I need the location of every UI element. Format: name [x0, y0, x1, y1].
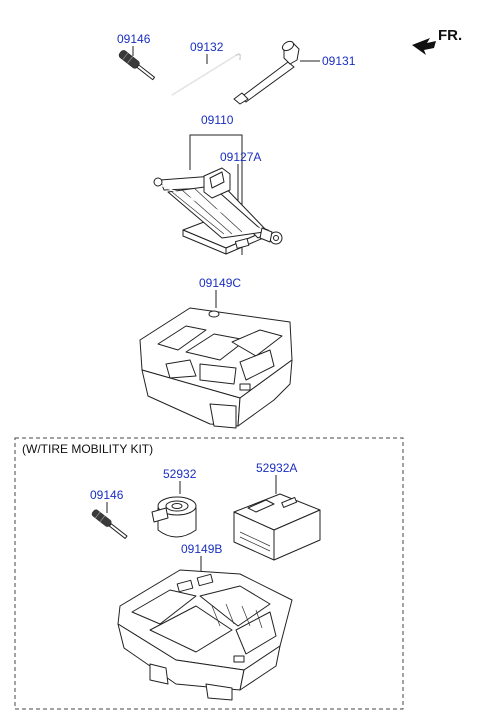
part-number-09146-kit: 09146: [90, 488, 124, 502]
screwdriver-kit: 09146: [90, 488, 128, 539]
part-number-09149C: 09149C: [199, 276, 241, 290]
part-number-09149B: 09149B: [181, 542, 222, 556]
tray-kit: 09149B: [117, 542, 293, 701]
arrow-left-icon: [412, 38, 436, 55]
part-number-09131: 09131: [322, 54, 356, 68]
part-number-52932A: 52932A: [256, 461, 297, 475]
kit-title: (W/TIRE MOBILITY KIT): [22, 442, 153, 456]
scissor-jack: 09110 09127A: [153, 113, 283, 255]
part-number-09132: 09132: [190, 40, 224, 54]
tire-mobility-kit-section: (W/TIRE MOBILITY KIT): [14, 437, 404, 710]
part-number-09146-top: 09146: [117, 32, 151, 46]
sealant-bottle: 52932: [151, 467, 197, 538]
jack-handle: 09132: [171, 40, 241, 96]
air-compressor: 52932A: [233, 461, 321, 561]
part-number-52932: 52932: [163, 467, 197, 481]
front-label: FR.: [438, 27, 462, 44]
part-number-09127A: 09127A: [220, 150, 261, 164]
part-number-09110: 09110: [201, 113, 234, 127]
tray-top: 09149C: [139, 276, 293, 429]
front-direction-indicator: FR.: [412, 27, 462, 55]
wheel-wrench: 09131: [233, 40, 356, 105]
screwdriver-top: 09146: [117, 32, 156, 81]
